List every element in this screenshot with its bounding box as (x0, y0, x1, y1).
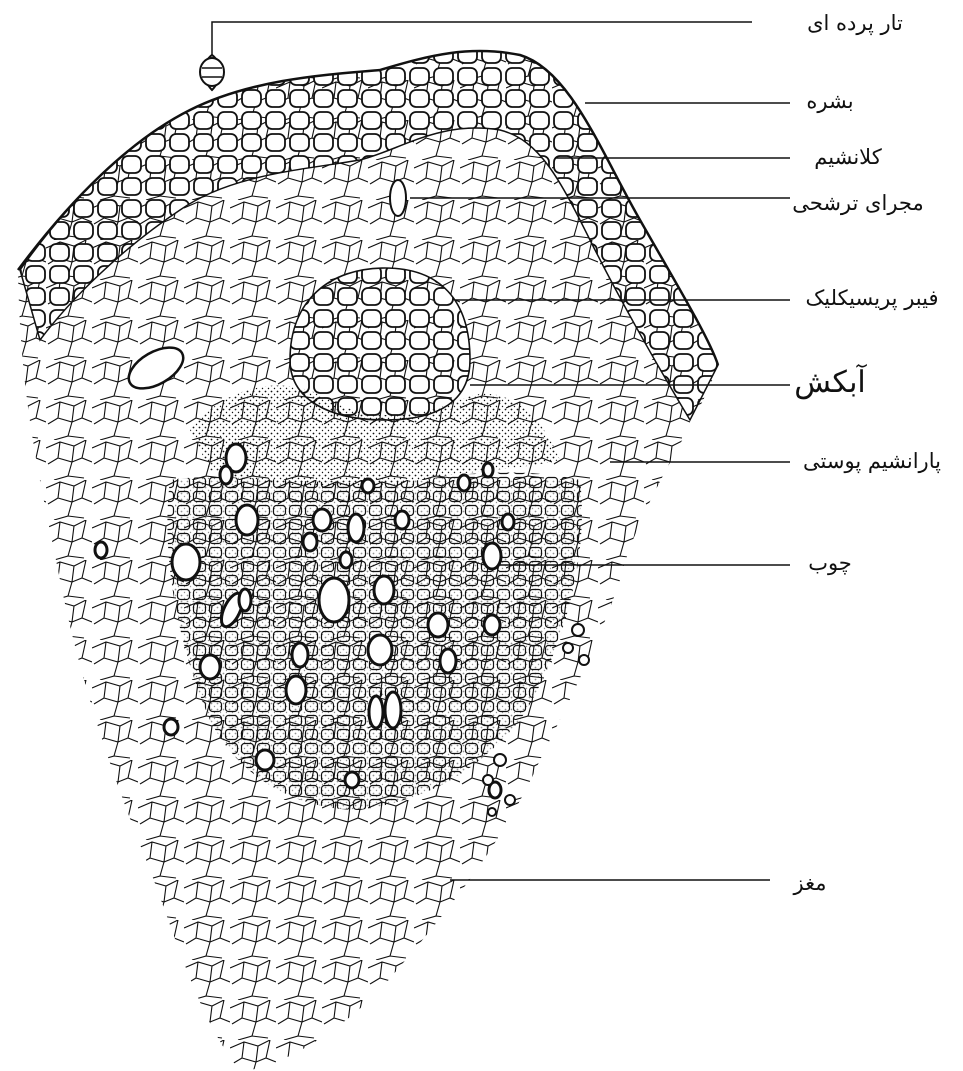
label-xylem: چوب (808, 551, 852, 576)
label-epidermis: بشره (806, 89, 853, 114)
label-pericyclic-fiber: فیبر پریسیکلیک (805, 286, 938, 311)
resin-duct-upper (390, 180, 406, 216)
label-pith: مغز (793, 871, 827, 896)
label-cortex-parenchyma: پارانشیم پوستی (803, 449, 941, 474)
label-collenchyma: کلانشیم (814, 145, 881, 170)
trichome-shape (200, 55, 224, 90)
label-trichome: تار پرده ای (807, 11, 903, 36)
label-resin-duct: مجرای ترشحی (792, 191, 923, 216)
label-phloem: آبکش (794, 363, 867, 400)
